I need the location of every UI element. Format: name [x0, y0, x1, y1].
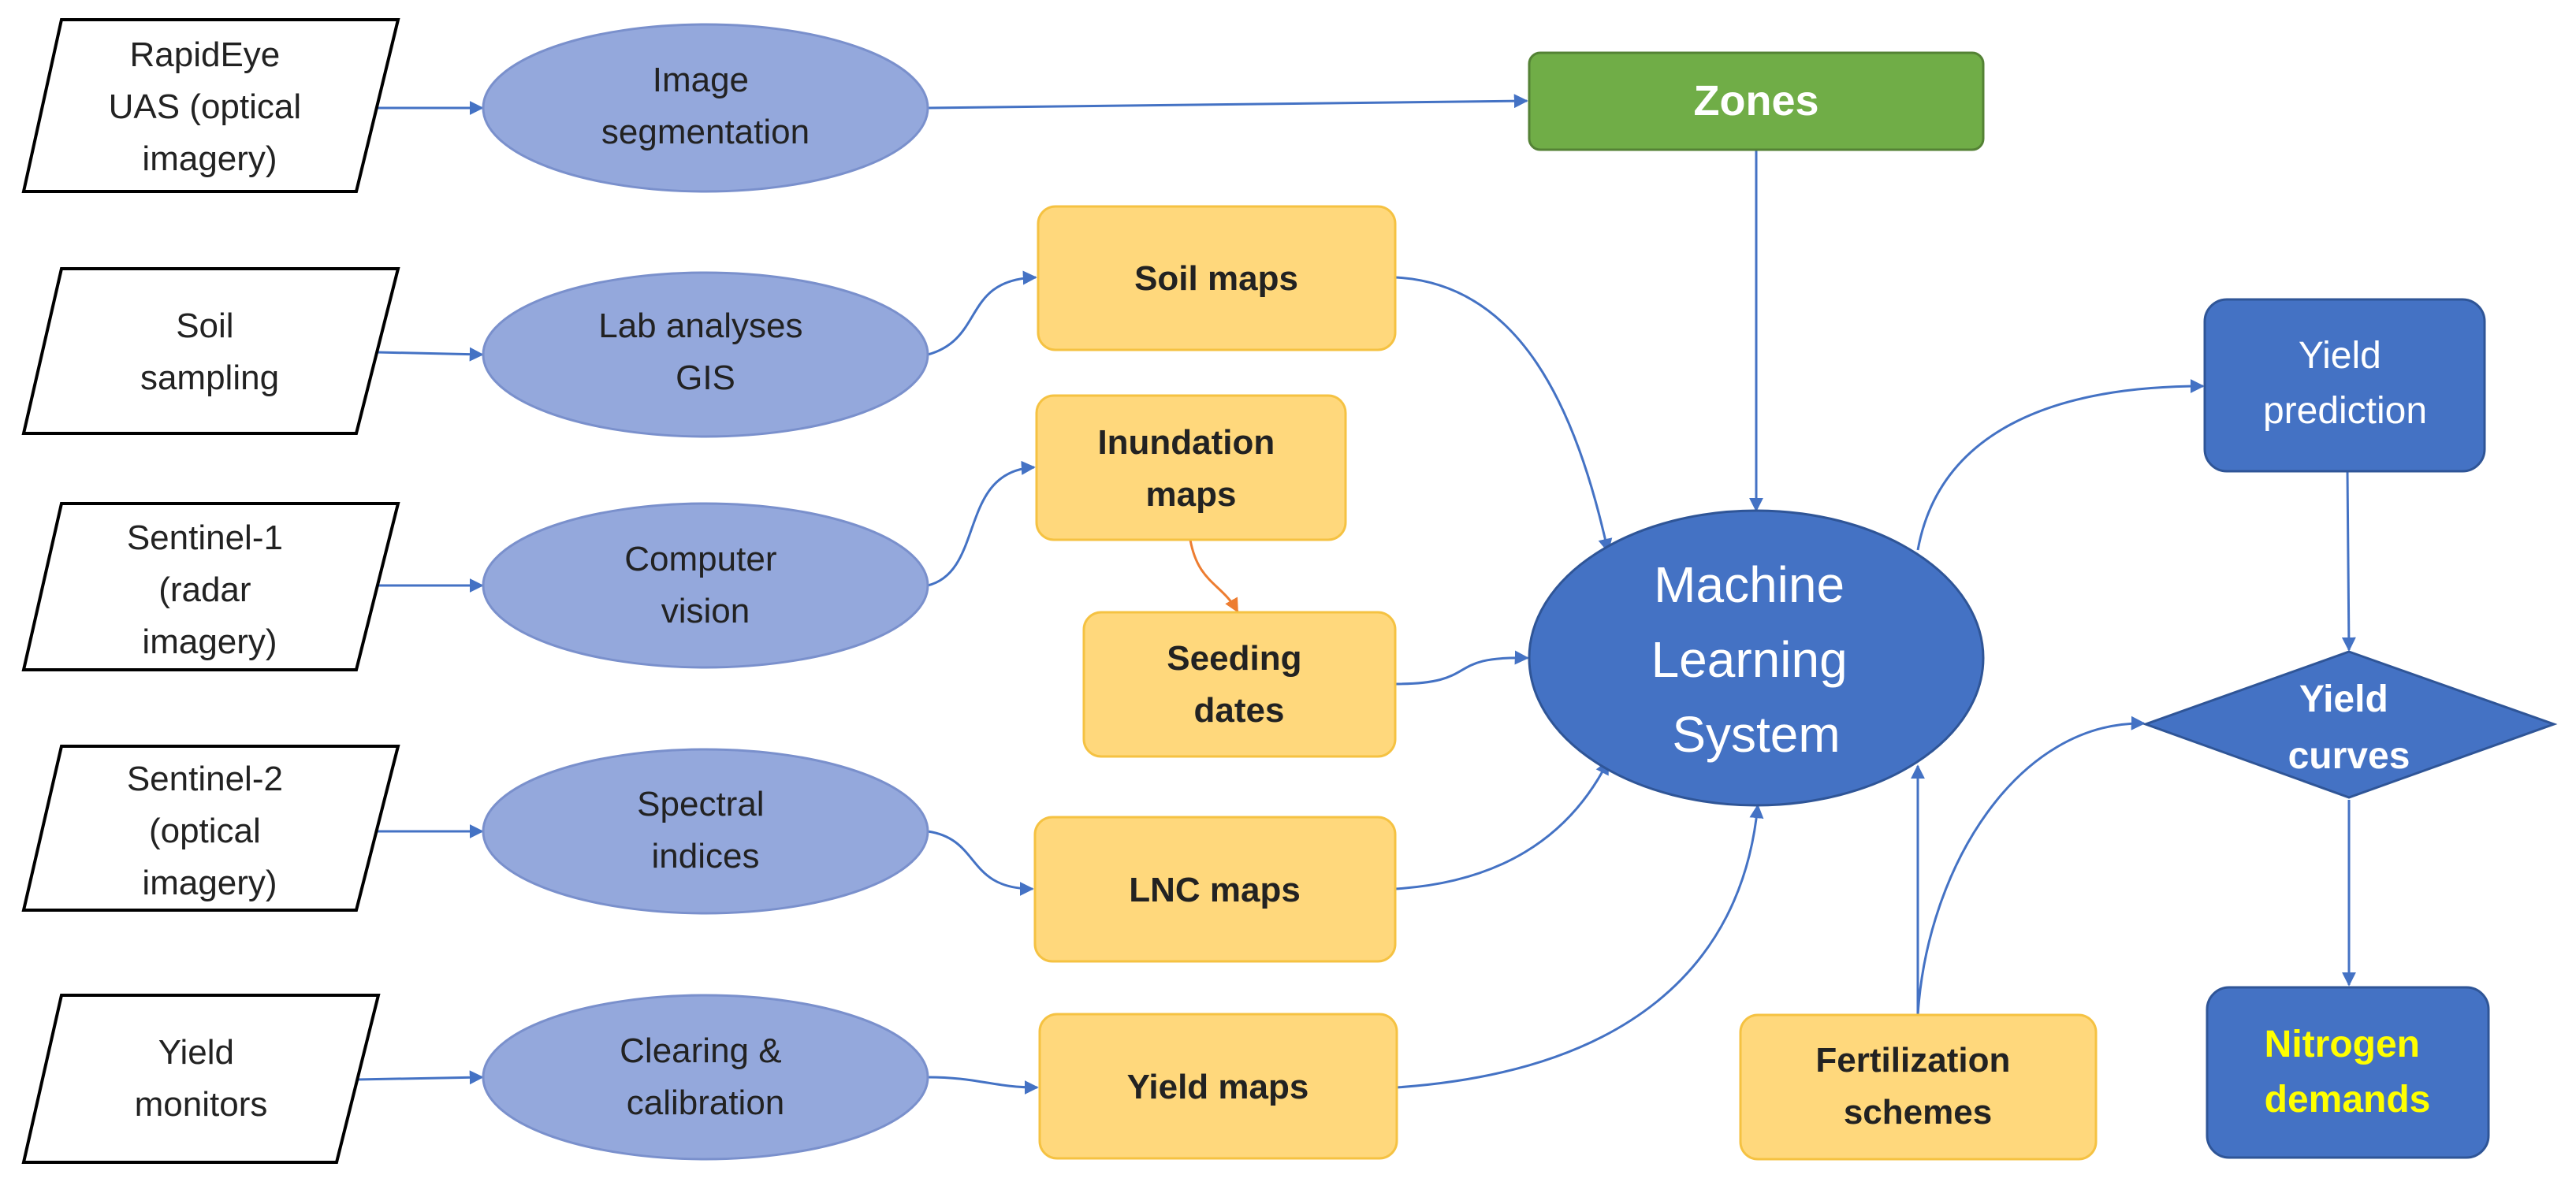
arrow-soil-maps-to-ml — [1394, 276, 1613, 553]
output-nitrogen-demands: Nitrogen demands — [2206, 986, 2490, 1159]
process-image-segmentation-label: Image segmentation — [601, 61, 810, 151]
product-fertilization-schemes-label: Fertilization schemes — [1815, 1041, 2019, 1132]
machine-learning-system: Machine Learning System — [1528, 509, 1985, 807]
arrow-yield-monitors-to-clearing — [356, 1070, 484, 1085]
arrow-clearing-to-yield-maps — [927, 1076, 1039, 1095]
arrow-yield-maps-to-ml — [1396, 804, 1764, 1089]
process-lab-analyses-label: Lab analyses GIS — [598, 307, 813, 397]
product-lnc-maps-label: LNC maps — [1129, 871, 1301, 909]
arrow-segmentation-to-zones — [927, 94, 1528, 110]
process-image-segmentation: Image segmentation — [482, 23, 929, 193]
arrow-inundation-to-seeding — [1189, 539, 1239, 613]
process-computer-vision-label: Computer vision — [624, 540, 786, 630]
arrow-yield-prediction-to-curves — [2341, 470, 2356, 652]
output-nitrogen-demands-label: Nitrogen demands — [2265, 1024, 2431, 1121]
source-soil-sampling-label: Soil sampling — [140, 307, 279, 397]
zones-box: Zones — [1528, 51, 1985, 151]
source-sentinel-1-label: Sentinel-1 (radar imagery) — [127, 519, 292, 661]
source-sentinel-1: Sentinel-1 (radar imagery) — [21, 502, 400, 671]
product-yield-maps: Yield maps — [1038, 1013, 1398, 1160]
product-soil-maps-label: Soil maps — [1134, 259, 1298, 298]
source-yield-monitors-label: Yield monitors — [135, 1033, 268, 1124]
process-clearing-calibration-label: Clearing & calibration — [620, 1031, 791, 1122]
zones-label: Zones — [1693, 77, 1818, 125]
source-rapideye: RapidEye UAS (optical imagery) — [21, 18, 400, 193]
output-yield-prediction-label: Yield prediction — [2263, 335, 2427, 432]
source-yield-monitors: Yield monitors — [21, 994, 381, 1164]
process-spectral-indices: Spectral indices — [482, 748, 929, 915]
source-sentinel-2-label: Sentinel-2 (optical imagery) — [127, 760, 292, 902]
data-products: Soil maps Inundation maps Seeding dates … — [1033, 205, 2098, 1161]
output-yield-curves: Yield curves — [2142, 650, 2558, 799]
arrow-spectral-to-lnc — [927, 830, 1034, 896]
arrow-lnc-to-ml — [1394, 760, 1610, 890]
arrow-lab-to-soil-maps — [927, 270, 1037, 356]
product-inundation-maps: Inundation maps — [1035, 394, 1347, 541]
output-yield-curves-label: Yield curves — [2288, 678, 2410, 777]
arrow-ml-to-yield-prediction — [1916, 379, 2205, 551]
processing-steps: Image segmentation Lab analyses GIS Comp… — [482, 23, 929, 1161]
product-fertilization-schemes: Fertilization schemes — [1739, 1013, 2098, 1161]
source-rapideye-label: RapidEye UAS (optical imagery) — [109, 35, 311, 178]
arrow-vision-to-inundation — [927, 460, 1036, 587]
arrow-seeding-to-ml — [1394, 650, 1529, 686]
process-spectral-indices-label: Spectral indices — [637, 785, 774, 875]
product-soil-maps: Soil maps — [1037, 205, 1397, 351]
output-yield-prediction: Yield prediction — [2203, 298, 2486, 473]
arrow-soil-sampling-to-lab — [376, 347, 484, 362]
machine-learning-system-label: Machine Learning System — [1651, 556, 1862, 763]
process-clearing-calibration: Clearing & calibration — [482, 994, 929, 1161]
product-seeding-dates-label: Seeding dates — [1167, 639, 1311, 730]
arrow-fertilization-to-yield-curves — [1916, 716, 2146, 1016]
product-yield-maps-label: Yield maps — [1127, 1068, 1309, 1106]
process-computer-vision: Computer vision — [482, 502, 929, 669]
product-seeding-dates: Seeding dates — [1082, 611, 1397, 758]
data-sources: RapidEye UAS (optical imagery) Soil samp… — [21, 18, 400, 1164]
source-soil-sampling: Soil sampling — [21, 267, 400, 435]
connectors — [356, 94, 2356, 1095]
product-lnc-maps: LNC maps — [1033, 816, 1397, 963]
source-sentinel-2: Sentinel-2 (optical imagery) — [21, 745, 400, 912]
process-lab-analyses: Lab analyses GIS — [482, 271, 929, 438]
product-inundation-maps-label: Inundation maps — [1097, 423, 1284, 514]
